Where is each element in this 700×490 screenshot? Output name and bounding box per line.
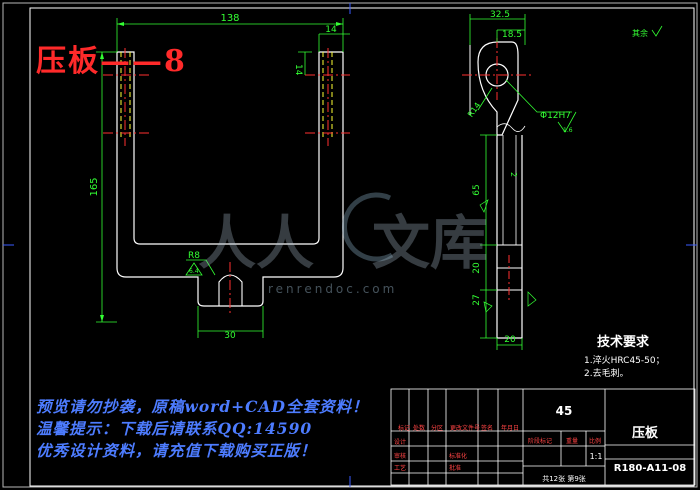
dim-27-lines — [480, 290, 497, 339]
dim-r8-sym: 6.4 — [189, 268, 199, 275]
tech-requirements-title: 技术要求 — [597, 335, 650, 350]
front-outline — [116, 51, 344, 307]
title-block-frame — [390, 388, 696, 486]
side-body — [496, 135, 523, 339]
dim-20b-text: 20 — [504, 335, 516, 345]
title-block — [390, 388, 696, 486]
other-rough-symbol — [651, 25, 663, 37]
sheet-text: 共12张 第9张 — [542, 474, 586, 483]
dim-2-text: 2 — [509, 172, 518, 177]
dim-18-5-text: 18.5 — [502, 30, 522, 40]
header-2: 分区 — [431, 424, 443, 432]
centerlines — [103, 48, 350, 315]
header-1: 处数 — [413, 424, 425, 432]
watermark-text-left: 人人 — [198, 209, 315, 277]
side-view: 32.5 18.5 R14 Φ12H7 1.6 65 2 20 27 20 — [462, 10, 577, 350]
dim-r14-leader — [477, 87, 493, 111]
scale-text: 1:1 — [590, 452, 603, 461]
dim-14v-lines — [298, 51, 312, 75]
dim-65-lines — [480, 134, 497, 246]
header-4: 签名 — [481, 424, 493, 432]
center-marks — [3, 3, 697, 487]
inner-frame — [29, 7, 695, 487]
stage-1: 重量 — [566, 437, 578, 445]
dim-20-text: 20 — [472, 262, 482, 274]
drawing-no-text: R180-A11-08 — [614, 463, 686, 474]
material-text: 45 — [556, 404, 573, 418]
watermark-url: renrendoc.com — [268, 282, 398, 296]
front-view: 138 14 14 165 R8 6.4 30 — [89, 13, 350, 341]
other-roughness: 其余 — [632, 25, 663, 38]
dim-165-text: 165 — [89, 177, 100, 196]
tech-line-1: 1.淬火HRC45-50； — [584, 356, 665, 366]
promo-line-1: 预览请勿抄袭，原稿word+CAD全套资料！ — [36, 397, 369, 416]
side-centerlines — [462, 38, 532, 100]
promo-line-2: 温馨提示：下载后请联系QQ:14590 — [36, 419, 313, 438]
dim-165-lines — [96, 51, 117, 323]
dim-65-text: 65 — [472, 184, 482, 195]
header-3: 更改文件号 — [450, 424, 480, 432]
dim-138-lines — [116, 18, 344, 52]
rough-symbol-front — [185, 262, 203, 276]
title-block-right — [523, 389, 695, 485]
watermark-circle — [342, 192, 394, 262]
part-name-text: 压板 — [632, 425, 659, 441]
side-top-dims — [469, 14, 526, 45]
dim-30-lines — [197, 306, 264, 338]
rough-symbol-hole — [557, 111, 577, 133]
title-block-cols — [408, 389, 524, 485]
tech-line-2: 2.去毛刺。 — [584, 369, 629, 379]
stage-0: 阶段标记 — [528, 437, 552, 445]
left-4: 批准 — [449, 464, 461, 472]
left-0: 设计 — [394, 438, 406, 446]
header-0: 标记 — [398, 424, 410, 432]
dim-hole-leader — [505, 79, 572, 113]
watermark-logo — [342, 192, 394, 262]
promo-line-3: 优秀设计资料，请充值下载购买正版！ — [36, 441, 317, 460]
dim-14-text: 14 — [325, 25, 337, 35]
dim-r14-text: R14 — [466, 101, 482, 119]
dim-20b-lines — [496, 338, 523, 350]
dim-27-text: 27 — [472, 294, 482, 305]
left-3: 标准化 — [449, 452, 467, 460]
header-5: 年月日 — [501, 424, 519, 432]
side-slot — [502, 135, 517, 245]
dim-r8-leader — [186, 259, 216, 276]
other-rough-text: 其余 — [632, 28, 648, 38]
side-rough-symbols — [479, 199, 537, 313]
part-title: 压板——8 — [36, 44, 187, 79]
hidden-holes — [120, 52, 333, 140]
dim-r8-text: R8 — [188, 251, 200, 261]
dim-hole-rough: 1.6 — [563, 127, 573, 134]
watermark-text-right: 文库 — [372, 209, 489, 277]
side-eye-outline — [477, 41, 519, 136]
dim-20-lines — [480, 245, 497, 291]
dim-138-text: 138 — [220, 13, 239, 24]
dim-hole-text: Φ12H7 — [540, 111, 571, 121]
left-1: 审核 — [394, 452, 406, 460]
title-block-rows — [391, 430, 523, 474]
dim-14-lines — [318, 33, 350, 52]
dim-30-text: 30 — [224, 331, 236, 341]
dim-32-5-text: 32.5 — [490, 10, 510, 20]
dim-14v-text: 14 — [293, 64, 303, 76]
title-block-texts: 45 压板 R180-A11-08 共12张 第9张 1:1 标记 处数 分区 … — [394, 404, 686, 483]
stage-2: 比例 — [589, 437, 601, 445]
side-break — [496, 123, 526, 132]
left-2: 工艺 — [394, 464, 406, 472]
